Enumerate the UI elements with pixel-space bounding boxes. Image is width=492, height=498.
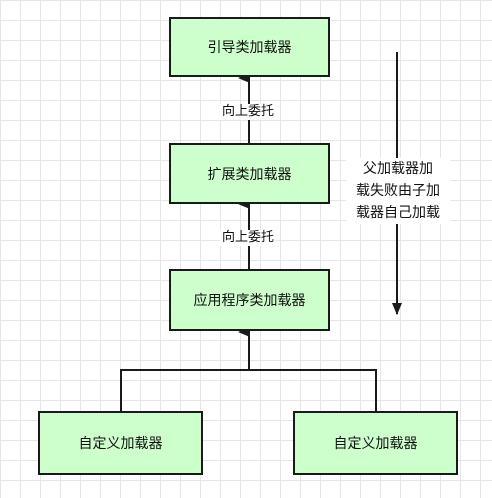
fallback-note: 父加载器加 载失败由子加 载器自己加载	[346, 158, 450, 224]
fallback-note-line-1: 父加载器加	[363, 161, 433, 177]
edge-label-upper: 向上委托	[220, 104, 277, 120]
connector-custom-right	[249, 369, 377, 411]
node-custom-loader-left: 自定义加载器	[38, 411, 203, 475]
fallback-note-line-2: 载失败由子加	[356, 183, 440, 199]
node-extension-loader: 扩展类加载器	[169, 143, 330, 204]
edge-label-lower: 向上委托	[220, 230, 277, 246]
node-custom-loader-right: 自定义加载器	[293, 411, 458, 475]
connector-custom-left	[120, 369, 249, 411]
fallback-note-line-3: 载器自己加载	[356, 205, 440, 221]
node-bootstrap-loader: 引导类加载器	[169, 17, 330, 77]
node-application-loader: 应用程序类加载器	[169, 269, 330, 331]
